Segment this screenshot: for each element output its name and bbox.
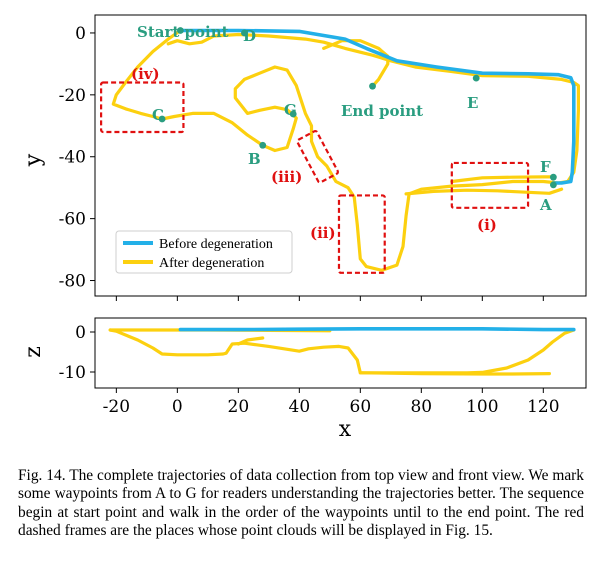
- waypoint-d-label: D: [243, 27, 256, 45]
- region-iv-label: (iv): [131, 65, 160, 83]
- bottom-x-tick-label: 40: [289, 397, 311, 417]
- region-frame-iv: [99, 81, 185, 134]
- region-iii-label: (iii): [271, 168, 302, 186]
- waypoint-marker-e: [472, 74, 480, 82]
- bottom-y-axis-label: z: [21, 346, 46, 358]
- start-point-label: Start point: [137, 23, 229, 41]
- region-ii-label: (ii): [310, 224, 336, 242]
- top-y-tick-label: -40: [59, 148, 86, 168]
- top-y-tick-label: -20: [59, 86, 86, 106]
- waypoint-marker-c: [158, 115, 166, 123]
- waypoint-marker-a: [549, 181, 557, 189]
- legend: Before degeneration After degeneration: [115, 230, 293, 274]
- waypoint-b-label: B: [248, 150, 261, 168]
- front-view-plot-frame: [94, 317, 587, 389]
- waypoint-c-label: C: [152, 106, 164, 124]
- top-view-after-degeneration-line: [322, 39, 390, 88]
- figure-caption: Fig. 14. The complete trajectories of da…: [18, 467, 584, 540]
- top-view-plot-frame: [94, 14, 587, 297]
- waypoint-marker-start-point: [176, 27, 184, 34]
- waypoint-marker-f: [549, 173, 557, 181]
- legend-box: [115, 230, 293, 274]
- front-view-after-degeneration-line: [108, 328, 576, 375]
- top-view-after-degeneration-line: [404, 187, 564, 196]
- top-y-tick-label: 0: [75, 24, 86, 44]
- top-view-after-degeneration-line: [450, 175, 555, 184]
- front-view-before-degeneration-line: [178, 327, 576, 332]
- top-view-before-degeneration-line: [178, 28, 576, 185]
- bottom-x-tick-label: 100: [466, 397, 498, 417]
- bottom-x-tick-label: 120: [527, 397, 559, 417]
- region-frame-i: [450, 161, 530, 209]
- bottom-x-tick-label: -20: [103, 397, 130, 417]
- waypoint-marker-d: [241, 29, 248, 37]
- front-view-after-degeneration-line: [236, 336, 265, 346]
- region-frame-ii: [337, 194, 386, 274]
- waypoint-marker-g: [289, 110, 297, 118]
- top-y-tick-label: -60: [59, 210, 86, 230]
- waypoint-marker-b: [259, 141, 267, 149]
- region-frame-iii: [296, 129, 340, 184]
- top-y-axis-label: y: [21, 153, 46, 167]
- top-y-tick-label: -80: [59, 272, 86, 292]
- waypoint-f-label: F: [540, 158, 551, 176]
- end-point-label: End point: [341, 102, 423, 120]
- legend-after-label: After degeneration: [159, 256, 264, 271]
- bottom-x-axis-label: x: [339, 417, 352, 442]
- waypoint-g-label: G: [284, 101, 297, 119]
- legend-before-label: Before degeneration: [159, 237, 273, 252]
- bottom-x-tick-label: 0: [172, 397, 183, 417]
- front-view-after-degeneration-line: [358, 371, 551, 376]
- bottom-x-tick-label: 60: [350, 397, 372, 417]
- region-i-label: (i): [477, 216, 497, 234]
- trajectory-figure: 0 -20 -40 -60 -80 0 -10 -20 0 20 40 60 80 100 120 y z…: [21, 14, 587, 442]
- waypoint-marker-end-point: [369, 82, 376, 90]
- bottom-y-tick-label: -10: [59, 363, 86, 383]
- bottom-y-tick-label: 0: [75, 323, 86, 343]
- bottom-x-tick-label: 80: [410, 397, 432, 417]
- waypoint-a-label: A: [539, 196, 552, 214]
- bottom-x-tick-label: 20: [228, 397, 250, 417]
- waypoint-e-label: E: [467, 94, 478, 112]
- top-view-after-degeneration-line: [111, 28, 580, 272]
